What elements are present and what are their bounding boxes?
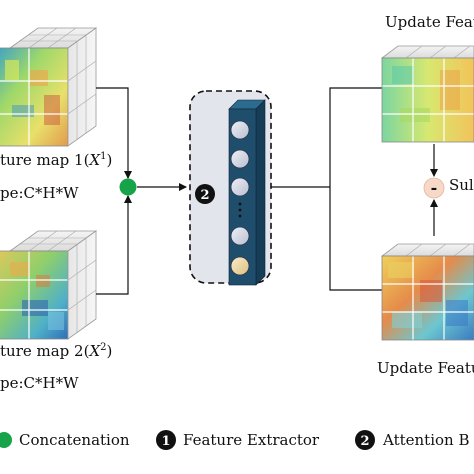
- module-nodes: [230, 120, 250, 276]
- left-connectors: [96, 87, 187, 295]
- subtraction-node: [423, 177, 445, 199]
- feature-map-2-cube: [0, 230, 98, 340]
- subtraction-label: Sul: [449, 176, 474, 194]
- feature-map-1-name: ture map 1(: [0, 151, 90, 169]
- module-badge-circle: [195, 184, 215, 204]
- feature-map-2-sup: 2: [100, 342, 107, 353]
- legend-extractor-badge-circle: [156, 430, 176, 450]
- module-badge-number: 2: [200, 188, 209, 203]
- update-feature-1-cube: [380, 45, 474, 143]
- legend-attention-badge-number: 2: [360, 434, 369, 449]
- update-feature-2-cube: [380, 243, 474, 341]
- feature-map-1-cube: [0, 27, 98, 147]
- legend-extractor-badge-number: 1: [161, 434, 170, 449]
- legend-extractor-label: Feature Extractor: [183, 431, 320, 449]
- update-feature-top-title: Update Featu: [385, 13, 474, 31]
- module-node-1: [230, 120, 250, 140]
- feature-map-2-name: ture map 2(: [0, 342, 90, 360]
- update-feature-bottom-title: Update Featu: [377, 359, 474, 377]
- module-node-4: [230, 226, 250, 246]
- ellipsis-dot-2: [238, 208, 242, 212]
- feature-map-1-close: ): [106, 151, 113, 169]
- attention-module: [189, 90, 272, 286]
- legend-concatenation-label: Concatenation: [19, 431, 130, 449]
- ellipsis-dot-3: [238, 214, 242, 218]
- module-node-3: [230, 177, 250, 197]
- ellipsis-dot-1: [238, 202, 242, 206]
- legend-attention-badge-circle: [355, 430, 375, 450]
- feature-map-1-label: ture map 1(X1): [0, 151, 112, 169]
- concatenation-node: [119, 178, 137, 196]
- feature-map-1-var: X: [89, 151, 101, 169]
- feature-map-1-sup: 1: [100, 151, 107, 162]
- feature-map-1-shape: pe:C*H*W: [0, 184, 79, 202]
- feature-map-2-shape: pe:C*H*W: [0, 374, 79, 392]
- legend-concat-dot: [0, 432, 12, 448]
- module-node-5: [230, 256, 250, 276]
- subtraction-symbol: -: [431, 178, 438, 197]
- legend-attention-label: Attention B: [383, 431, 470, 449]
- feature-map-2-close: ): [106, 342, 113, 360]
- feature-map-2-var: X: [89, 342, 101, 360]
- right-connectors: [271, 87, 438, 291]
- module-node-2: [230, 149, 250, 169]
- feature-map-2-label: ture map 2(X2): [0, 342, 112, 360]
